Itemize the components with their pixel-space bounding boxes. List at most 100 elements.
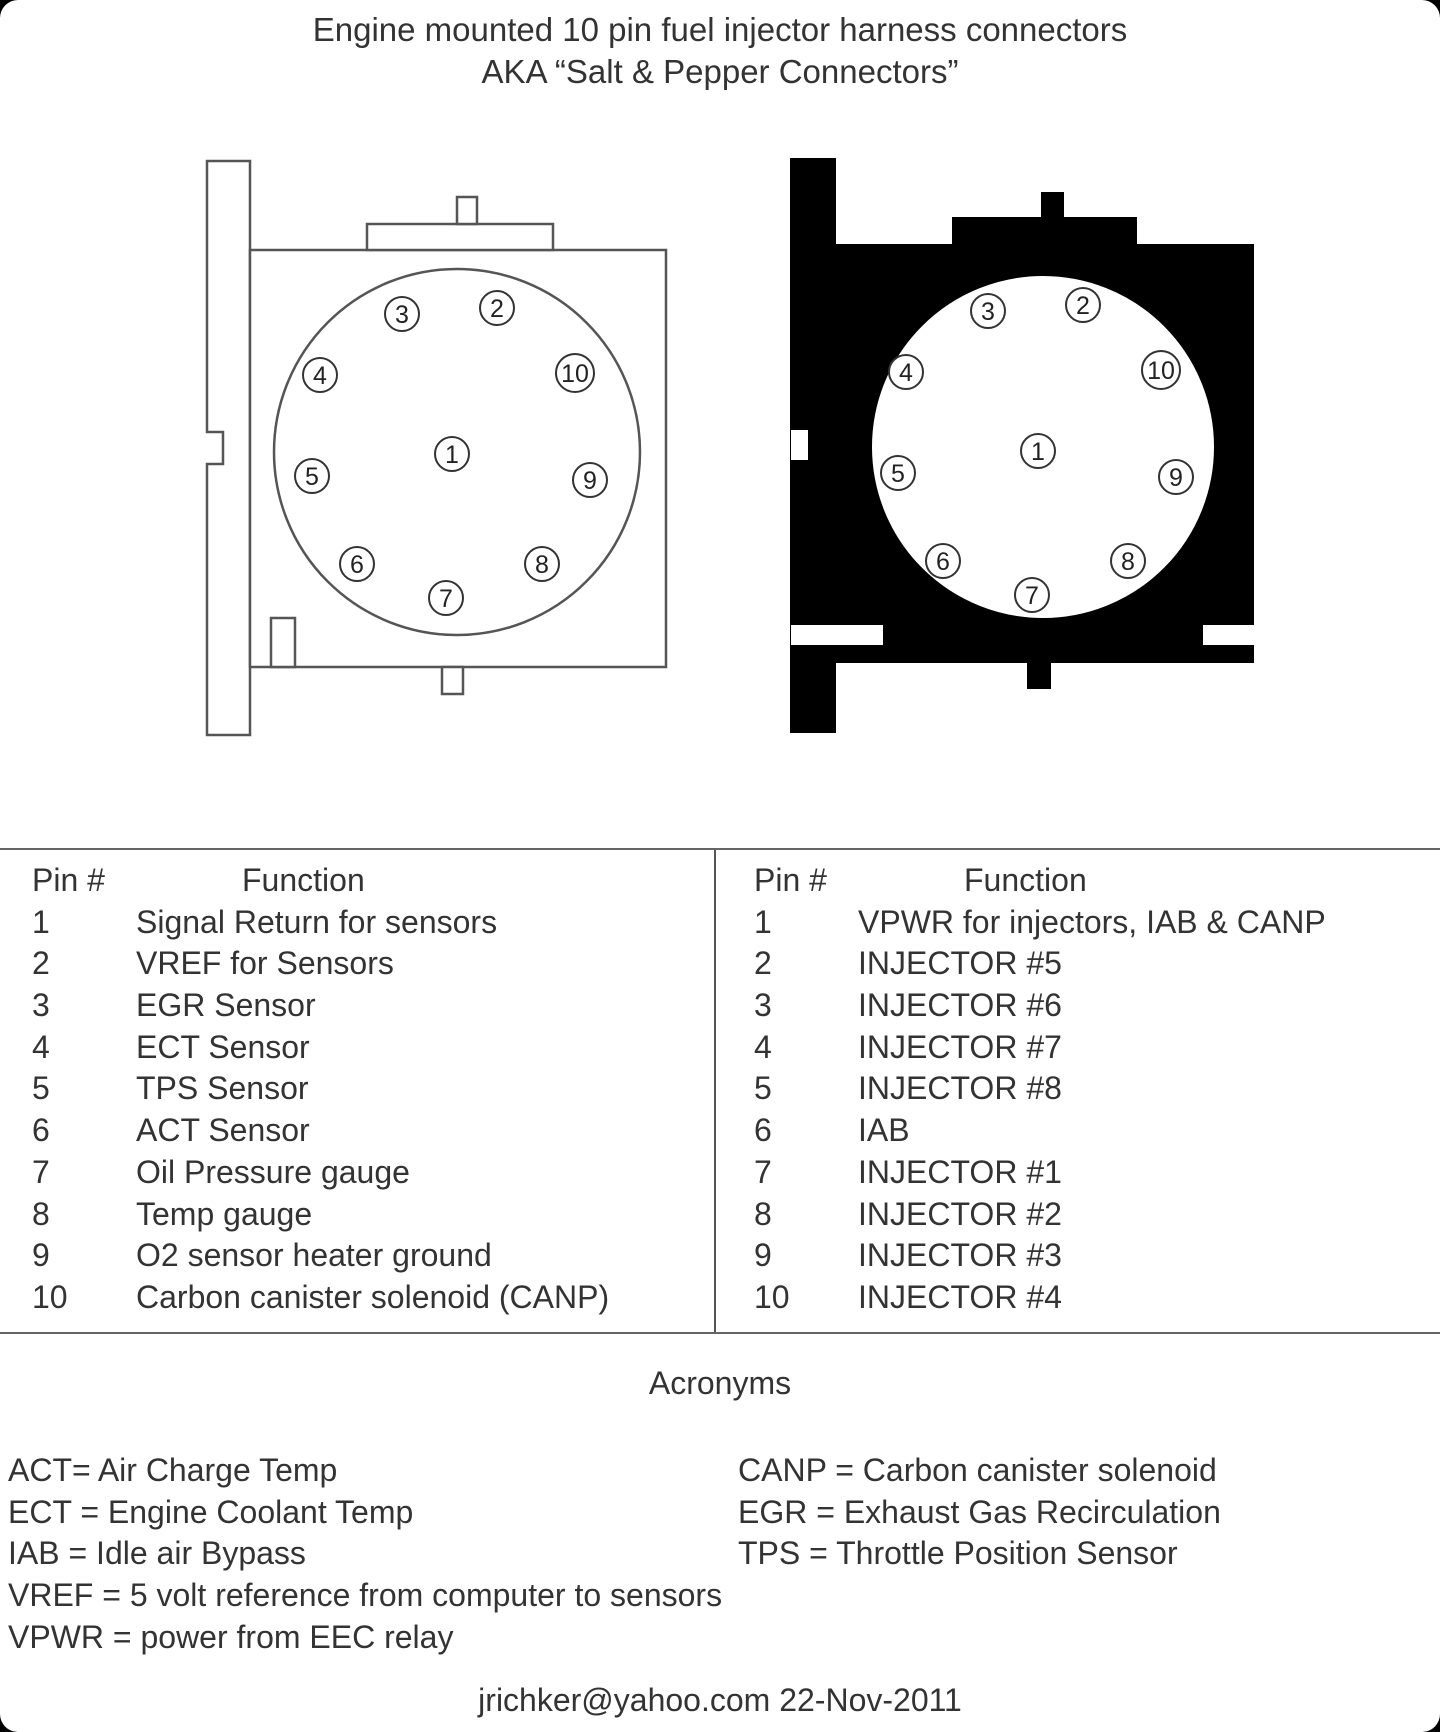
pin-label: 10 (1147, 357, 1175, 385)
salt-connector-top-nub (455, 195, 479, 226)
pin-number: 6 (32, 1112, 50, 1149)
pin-number: 7 (32, 1153, 50, 1190)
pin-number: 4 (754, 1028, 772, 1065)
pin-number: 10 (754, 1278, 790, 1315)
pin-label: 3 (395, 301, 409, 329)
pin-function: VPWR for injectors, IAB & CANP (858, 903, 1326, 940)
pepper-connector-right-slot (1203, 625, 1255, 645)
acronyms-heading: Acronyms (648, 1365, 792, 1401)
table-row: 8 Temp gauge (32, 1196, 702, 1238)
pin-label: 1 (1031, 438, 1045, 466)
pin-marker (294, 458, 330, 494)
pin-function: VREF for Sensors (136, 945, 394, 982)
salt-pin-4: 4 (302, 357, 338, 393)
acronym-item: VREF = 5 volt reference from computer to… (8, 1577, 723, 1613)
pepper-pin-table: Pin # Function 1 VPWR for injectors, IAB … (754, 862, 1424, 1321)
pin-label: 2 (1076, 292, 1090, 320)
pepper-pin-9: 9 (1158, 459, 1194, 495)
salt-pin-10: 10 (555, 353, 595, 393)
pepper-pin-8: 8 (1110, 543, 1146, 579)
pin-label: 7 (1025, 582, 1039, 610)
pepper-connector-cutouts (791, 430, 1255, 645)
pin-number: 9 (32, 1237, 50, 1274)
pin-function: INJECTOR #7 (858, 1028, 1062, 1065)
pin-marker (384, 296, 420, 332)
pin-label: 4 (899, 359, 913, 387)
pin-marker (524, 546, 560, 582)
pin-number: 3 (754, 987, 772, 1024)
salt-pin-2: 2 (479, 290, 515, 326)
pin-number: 9 (754, 1237, 772, 1274)
table-header: Pin # Function (32, 862, 702, 904)
salt-connector-top-tab (365, 222, 555, 252)
pin-function: O2 sensor heater ground (136, 1237, 492, 1274)
pin-number: 6 (754, 1112, 772, 1149)
pepper-connector-top-tab (952, 217, 1137, 249)
pin-number: 1 (754, 903, 772, 940)
acronym-item: EGR = Exhaust Gas Recirculation (738, 1494, 1221, 1530)
pin-label: 8 (535, 551, 549, 579)
salt-pin-3: 3 (384, 296, 420, 332)
pepper-pin-2: 2 (1065, 287, 1101, 323)
acronym-item: ECT = Engine Coolant Temp (8, 1494, 414, 1530)
table-row: 4 INJECTOR #7 (754, 1029, 1424, 1071)
pin-label: 4 (313, 362, 327, 390)
pepper-pin-6: 6 (925, 543, 961, 579)
pin-number: 4 (32, 1028, 50, 1065)
salt-pin-9: 9 (572, 462, 608, 498)
pin-function: Signal Return for sensors (136, 903, 498, 940)
salt-pin-6: 6 (339, 546, 375, 582)
pin-label: 7 (439, 585, 453, 613)
pin-marker (1141, 350, 1181, 390)
pin-marker (1158, 459, 1194, 495)
pepper-connector-notch (791, 430, 808, 460)
pin-function: Carbon canister solenoid (CANP) (136, 1278, 610, 1315)
pin-column-header: Pin # (754, 862, 827, 898)
pin-function: Temp gauge (136, 1195, 313, 1232)
pin-marker (572, 462, 608, 498)
pin-function: Oil Pressure gauge (136, 1153, 410, 1190)
diagram-subtitle: AKA “Salt & Pepper Connectors” (481, 53, 959, 90)
pin-number: 2 (754, 945, 772, 982)
pin-marker (1020, 433, 1056, 469)
pin-function: INJECTOR #3 (858, 1237, 1062, 1274)
pepper-connector-top-nub (1041, 192, 1064, 222)
pin-marker (428, 580, 464, 616)
salt-pin-5: 5 (294, 458, 330, 494)
pin-function: INJECTOR #4 (858, 1278, 1062, 1315)
pin-marker (925, 543, 961, 579)
pin-number: 8 (32, 1195, 50, 1232)
pin-number: 10 (32, 1278, 68, 1315)
salt-connector-bottom-nub (440, 665, 465, 696)
pin-marker (555, 353, 595, 393)
acronym-item: ACT= Air Charge Temp (8, 1452, 338, 1488)
pepper-pin-1: 1 (1020, 433, 1056, 469)
pin-marker (970, 293, 1006, 329)
table-row: 9 O2 sensor heater ground (32, 1237, 702, 1279)
salt-pin-8: 8 (524, 546, 560, 582)
pin-label: 9 (583, 467, 597, 495)
pin-marker (302, 357, 338, 393)
pin-function: IAB (858, 1112, 910, 1149)
pin-column-header: Pin # (32, 862, 105, 898)
pepper-pin-10: 10 (1141, 350, 1181, 390)
function-column-header: Function (242, 862, 365, 898)
pin-number: 5 (32, 1070, 50, 1107)
table-row: 1 VPWR for injectors, IAB & CANP (754, 904, 1424, 946)
pin-function: ACT Sensor (136, 1112, 310, 1149)
pin-marker (1110, 543, 1146, 579)
pin-number: 5 (754, 1070, 772, 1107)
pin-function: ECT Sensor (136, 1028, 310, 1065)
pin-label: 6 (936, 548, 950, 576)
pin-function: INJECTOR #5 (858, 945, 1062, 982)
function-column-header: Function (964, 862, 1087, 898)
pin-function: INJECTOR #8 (858, 1070, 1062, 1107)
table-divider (714, 850, 716, 1332)
table-row: 6 IAB (754, 1112, 1424, 1154)
